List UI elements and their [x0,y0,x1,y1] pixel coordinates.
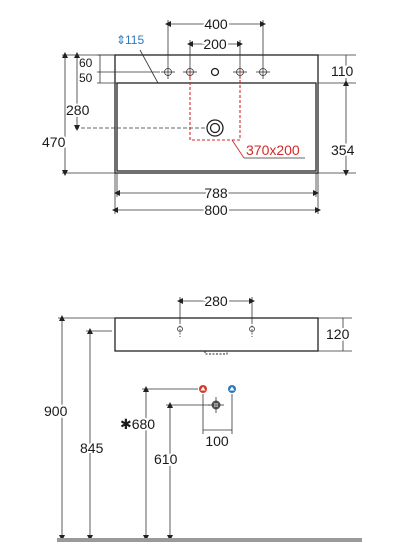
dim-label-120: 120 [326,326,350,342]
waste-outlet [204,351,228,355]
dim-label-280-side: 280 [204,293,228,309]
basin-outline-side [114,317,319,352]
fixing-point-left [177,322,183,337]
dim-label-200: 200 [203,36,227,52]
cutout-size-label: 370x200 [246,142,300,158]
offset-leader [139,49,159,84]
dim-label-800: 800 [204,202,228,218]
faucet-hole-left-outer [161,65,175,79]
dim-label-60: 60 [79,56,93,70]
dim-label-400: 400 [204,16,228,32]
fixing-point-right [249,322,255,337]
cutout-leader [231,139,245,159]
floor-line [57,538,362,542]
dim-label-610: 610 [154,451,178,467]
dim-label-788: 788 [204,185,228,201]
offset-arrow-icon: ⇕ [116,33,126,47]
faucet-hole-right-outer [256,65,270,79]
cutout-outline [189,72,241,141]
dim-label-110: 110 [331,63,354,79]
dim-label-845: 845 [80,440,104,456]
hot-supply-icon [199,385,207,393]
dim-label-50: 50 [79,71,93,85]
dim-label-115: 115 [125,33,144,47]
drain-inner [209,122,221,134]
dim-label-100: 100 [205,433,229,449]
dim-label-280-top: 280 [66,102,90,118]
center-tap-hole [210,67,220,77]
dim-label-354: 354 [331,142,355,158]
side-view: 280 120 900 845 ✱680 [42,291,362,542]
drain-outer [206,119,224,137]
basin-outline-top [114,54,319,174]
dim-label-680: ✱680 [120,416,155,432]
top-view: 370x200 400 200 ⇕ 115 60 50 280 470 [40,14,357,220]
dim-label-900: 900 [44,403,68,419]
dim-label-470: 470 [42,134,66,150]
cold-supply-icon [228,385,236,393]
bowl-outline [116,82,317,172]
waste-connection-icon [208,397,224,413]
